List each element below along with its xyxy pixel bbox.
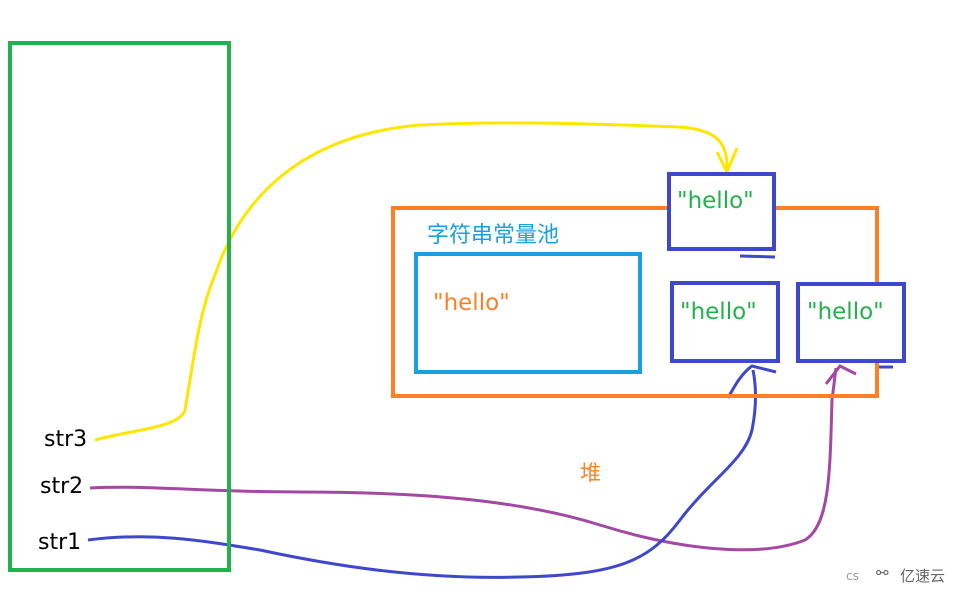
heap-object-middle-value: "hello" bbox=[680, 299, 757, 325]
pool-hello-value: "hello" bbox=[433, 290, 510, 316]
top-object-mark bbox=[739, 254, 776, 259]
heap-object-top-value: "hello" bbox=[677, 188, 754, 214]
string-constant-pool bbox=[414, 252, 642, 374]
str2-arrow bbox=[89, 367, 838, 552]
heap-object-right bbox=[796, 282, 906, 363]
watermark-prefix: cs bbox=[846, 569, 859, 583]
str1-arrow-head bbox=[726, 364, 777, 399]
str2-arrow-head bbox=[824, 364, 857, 385]
heap-object-middle bbox=[670, 281, 780, 363]
heap-object-right-value: "hello" bbox=[807, 299, 884, 325]
stack-frame bbox=[8, 41, 231, 572]
stack-var-str2: str2 bbox=[40, 474, 84, 499]
stack-var-str3: str3 bbox=[44, 427, 88, 452]
watermark-logo-icon: ⚯ bbox=[876, 564, 889, 582]
pool-title: 字符串常量池 bbox=[427, 223, 560, 248]
watermark-brand: 亿速云 bbox=[900, 567, 946, 585]
str3-arrow bbox=[94, 121, 729, 442]
heap-object-top bbox=[667, 172, 776, 251]
stack-var-str1: str1 bbox=[38, 530, 82, 555]
heap-label: 堆 bbox=[580, 461, 601, 485]
